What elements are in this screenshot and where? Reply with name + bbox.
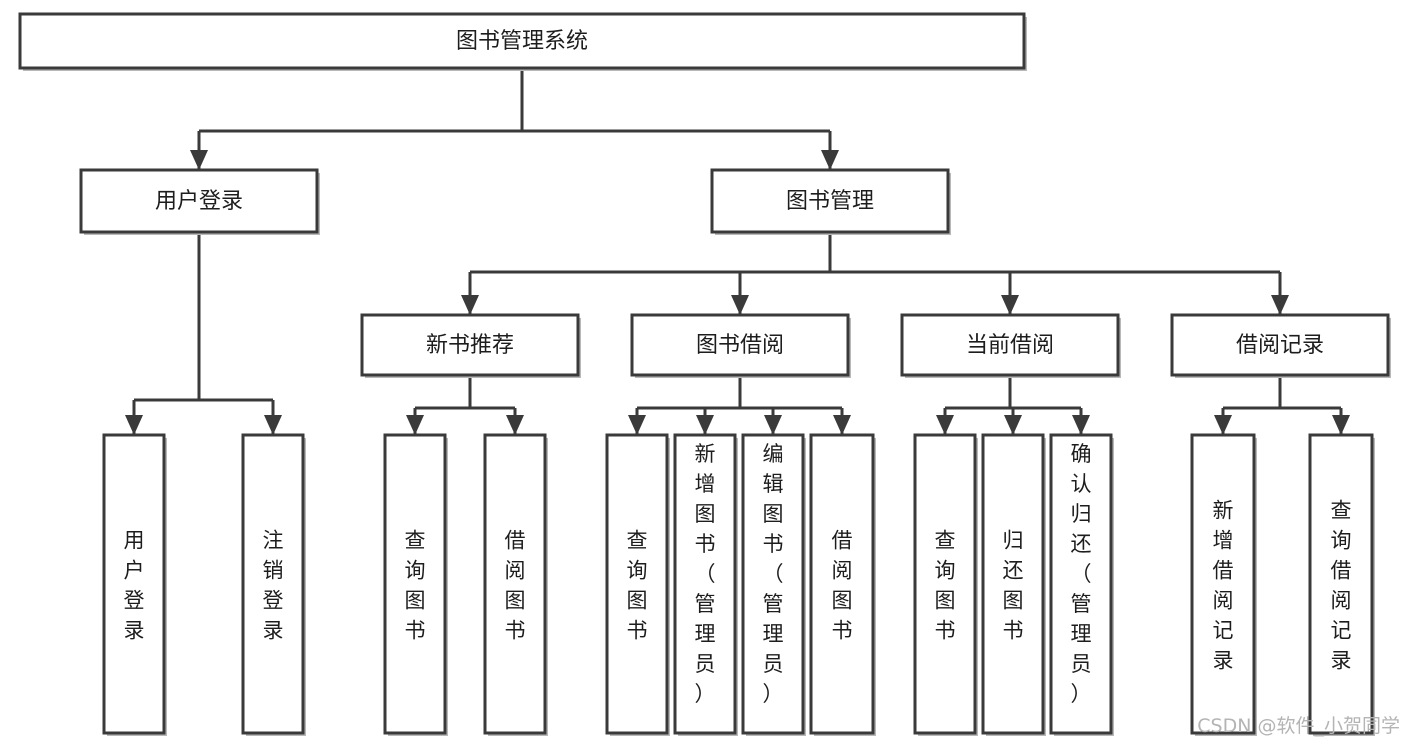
node-leaf-add-record-box[interactable] (1190, 433, 1256, 735)
node-leaf-edit-book[interactable]: 编辑图书（管理员） (741, 433, 806, 736)
node-leaf-user-login[interactable]: 用户登录 (102, 433, 167, 736)
node-book-borrow-box[interactable] (630, 313, 850, 377)
node-book-manage-box[interactable] (710, 168, 950, 234)
node-new-book-recommend-box[interactable] (360, 313, 580, 377)
conn-user-login-arrow-1 (264, 415, 282, 435)
node-leaf-borrow-book-rec-box[interactable] (483, 433, 547, 735)
node-book-manage-label: 图书管理 (786, 189, 874, 214)
node-user-login-label: 用户登录 (155, 189, 243, 214)
node-leaf-logout[interactable]: 注销登录 (241, 433, 306, 736)
node-leaf-borrow-book-box[interactable] (809, 433, 875, 735)
conn-book-manage-arrow-1 (731, 295, 749, 315)
conn-book-borrow-arrow-2 (764, 415, 782, 435)
node-leaf-edit-book-box[interactable] (741, 433, 805, 735)
node-current-borrow-label: 当前借阅 (966, 333, 1054, 358)
node-borrow-record-label: 借阅记录 (1236, 333, 1324, 358)
node-leaf-edit-book-label: 编辑图书（管理员） (763, 442, 784, 706)
node-leaf-query-book-borrow-label: 查询图书 (627, 528, 648, 642)
node-borrow-record-box[interactable] (1170, 313, 1390, 377)
node-leaf-return-book-label: 归还图书 (1003, 528, 1024, 642)
node-leaf-return-book[interactable]: 归还图书 (981, 433, 1046, 736)
node-leaf-query-book-rec[interactable]: 查询图书 (383, 433, 448, 736)
conn-user-login-arrow-0 (125, 415, 143, 435)
node-user-login[interactable]: 用户登录 (79, 168, 320, 235)
node-current-borrow-box[interactable] (900, 313, 1120, 377)
conn-book-borrow-arrow-0 (628, 415, 646, 435)
node-new-book-recommend-label: 新书推荐 (426, 333, 514, 358)
node-leaf-confirm-return-box[interactable] (1049, 433, 1113, 735)
node-book-manage[interactable]: 图书管理 (710, 168, 951, 235)
conn-current-borrow-arrow-1 (1004, 415, 1022, 435)
node-leaf-add-book-box[interactable] (673, 433, 737, 735)
node-leaf-borrow-book-rec[interactable]: 借阅图书 (483, 433, 548, 736)
node-root-label: 图书管理系统 (456, 29, 588, 54)
node-leaf-confirm-return-label: 确认归还（管理员） (1071, 442, 1092, 706)
conn-borrow-record-arrow-1 (1332, 415, 1350, 435)
conn-current-borrow-arrow-2 (1072, 415, 1090, 435)
conn-book-manage-arrow-0 (461, 295, 479, 315)
node-leaf-user-login-box[interactable] (102, 433, 166, 735)
csdn-watermark: CSDN @软件_小贺同学 (1197, 715, 1400, 737)
node-leaf-query-record-box[interactable] (1308, 433, 1374, 735)
conn-new-book-recommend-arrow-1 (506, 415, 524, 435)
node-leaf-query-book-rec-box[interactable] (383, 433, 447, 735)
conn-root-arrow-0 (190, 150, 208, 170)
node-borrow-record[interactable]: 借阅记录 (1170, 313, 1391, 378)
node-leaf-borrow-book[interactable]: 借阅图书 (809, 433, 876, 736)
node-leaf-confirm-return[interactable]: 确认归还（管理员） (1049, 433, 1114, 736)
conn-book-borrow-arrow-1 (696, 415, 714, 435)
node-new-book-recommend[interactable]: 新书推荐 (360, 313, 581, 378)
node-root[interactable]: 图书管理系统 (18, 12, 1027, 71)
node-leaf-user-login-label: 用户登录 (124, 528, 145, 642)
node-leaf-logout-label: 注销登录 (263, 528, 284, 642)
node-leaf-add-record[interactable]: 新增借阅记录 (1190, 433, 1257, 736)
node-leaf-query-book-borrow-box[interactable] (605, 433, 669, 735)
node-current-borrow[interactable]: 当前借阅 (900, 313, 1121, 378)
node-leaf-query-book-current-label: 查询图书 (935, 528, 956, 642)
conn-root-arrow-1 (821, 150, 839, 170)
node-leaf-query-book-current-box[interactable] (913, 433, 977, 735)
conn-book-borrow-arrow-3 (833, 415, 851, 435)
conn-current-borrow-arrow-0 (936, 415, 954, 435)
node-book-borrow-label: 图书借阅 (696, 333, 784, 358)
conn-book-manage-arrow-2 (1001, 295, 1019, 315)
node-user-login-box[interactable] (79, 168, 319, 234)
conn-book-manage-arrow-3 (1271, 295, 1289, 315)
node-leaf-borrow-book-label: 借阅图书 (832, 528, 853, 642)
node-leaf-query-record[interactable]: 查询借阅记录 (1308, 433, 1375, 736)
node-leaf-logout-box[interactable] (241, 433, 305, 735)
node-leaf-add-record-label: 新增借阅记录 (1213, 498, 1234, 672)
node-leaf-query-book-borrow[interactable]: 查询图书 (605, 433, 670, 736)
conn-new-book-recommend-arrow-0 (406, 415, 424, 435)
node-leaf-add-book-label: 新增图书（管理员） (695, 442, 716, 706)
node-layer: 图书管理系统用户登录图书管理新书推荐图书借阅当前借阅借阅记录用户登录注销登录查询… (18, 12, 1391, 736)
connector-layer (125, 68, 1350, 435)
node-leaf-add-book[interactable]: 新增图书（管理员） (673, 433, 738, 736)
node-leaf-query-book-current[interactable]: 查询图书 (913, 433, 978, 736)
conn-borrow-record-arrow-0 (1214, 415, 1232, 435)
node-book-borrow[interactable]: 图书借阅 (630, 313, 851, 378)
node-leaf-query-record-label: 查询借阅记录 (1331, 498, 1352, 672)
node-root-box[interactable] (18, 12, 1026, 70)
node-leaf-query-book-rec-label: 查询图书 (405, 528, 426, 642)
node-leaf-borrow-book-rec-label: 借阅图书 (505, 528, 526, 642)
node-leaf-return-book-box[interactable] (981, 433, 1045, 735)
